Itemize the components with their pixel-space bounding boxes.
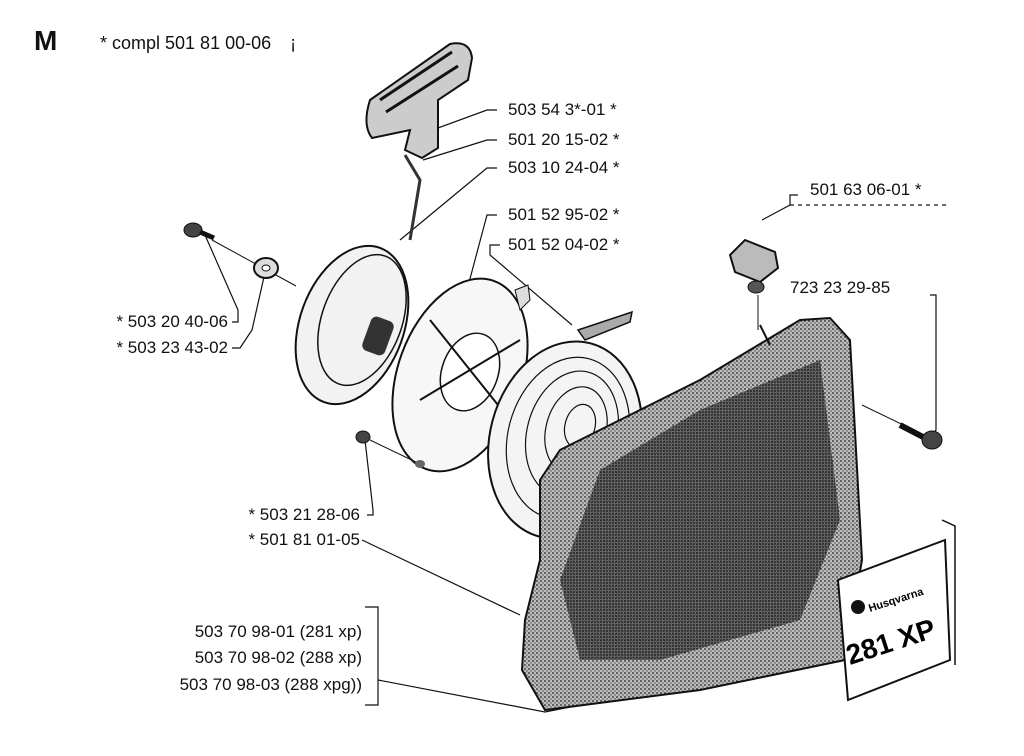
cap-part	[728, 238, 780, 330]
callout-washer: * 503 23 43-02	[116, 338, 228, 357]
complete-assembly-number: * compl 501 81 00-06 ¡	[100, 32, 296, 54]
callout-housing-screw: * 503 21 28-06	[248, 505, 360, 524]
trailing-mark: ¡	[290, 33, 297, 53]
washer-part	[253, 257, 279, 279]
complete-assembly-text: * compl 501 81 00-06	[100, 33, 272, 53]
callout-pulley: 503 10 24-04 *	[508, 158, 620, 177]
callout-center-screw: * 503 20 40-06	[116, 312, 228, 331]
cover-screw-part	[861, 404, 943, 450]
callout-rope: 501 20 15-02 *	[508, 130, 620, 149]
callout-cap: 501 63 06-01 *	[810, 180, 922, 199]
center-screw-part	[183, 222, 297, 287]
callout-starter-cover: * 501 81 01-05	[248, 530, 360, 549]
rope-pulley-part	[294, 244, 410, 406]
callout-spring: 501 52 04-02 *	[508, 235, 620, 254]
decal-part: Husqvarna 281 XP	[836, 519, 956, 702]
decal-option-288xpg: 503 70 98-03 (288 xpg))	[179, 675, 362, 694]
decal-option-281xp: 503 70 98-01 (281 xp)	[194, 622, 362, 641]
callout-handle: 503 54 3*-01 *	[508, 100, 617, 119]
callout-cover-screw: 723 23 29-85	[790, 278, 891, 297]
starter-handle-part	[365, 42, 474, 241]
section-letter: M	[34, 25, 58, 56]
housing-screw-part	[355, 430, 425, 468]
decal-option-288xp: 503 70 98-02 (288 xp)	[194, 648, 362, 667]
callout-spring-housing: 501 52 95-02 *	[508, 205, 620, 224]
